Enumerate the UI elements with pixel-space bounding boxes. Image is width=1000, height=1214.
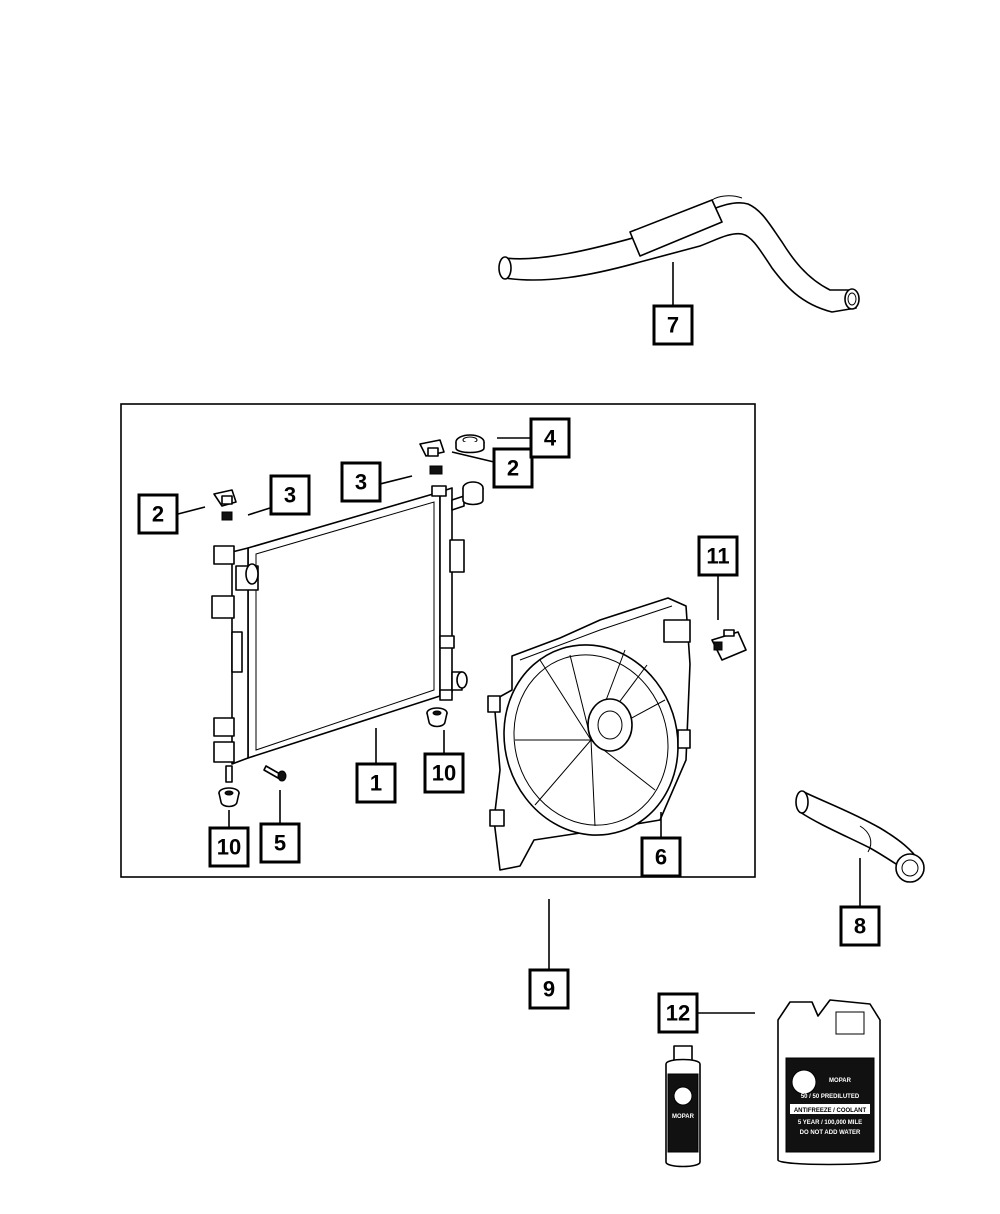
callout-10-right: 10 — [423, 752, 465, 794]
svg-text:ANTIFREEZE / COOLANT: ANTIFREEZE / COOLANT — [794, 1108, 867, 1114]
callout-3-right: 3 — [340, 461, 382, 503]
cooling-fan-module — [487, 597, 691, 871]
svg-text:2: 2 — [507, 456, 519, 481]
radiator — [211, 481, 484, 783]
callout-3-left: 3 — [269, 474, 311, 516]
callout-10-left: 10 — [208, 826, 250, 868]
lower-radiator-hose — [795, 790, 925, 883]
electrical-connector — [711, 629, 747, 661]
isolator-right — [429, 465, 443, 475]
svg-text:50 / 50 PREDILUTED: 50 / 50 PREDILUTED — [801, 1094, 860, 1100]
callout-9: 9 — [528, 968, 570, 1010]
screw — [263, 765, 287, 782]
upper-bracket-left — [213, 489, 237, 507]
coolant-bottle: MOPAR — [665, 1045, 701, 1168]
svg-text:DO NOT ADD WATER: DO NOT ADD WATER — [800, 1130, 861, 1136]
lower-insulator-left — [218, 787, 240, 808]
callout-12: 12 — [657, 992, 699, 1034]
lower-insulator-right — [426, 707, 448, 728]
callout-8: 8 — [839, 905, 881, 947]
svg-text:2: 2 — [152, 502, 164, 527]
svg-text:MOPAR: MOPAR — [829, 1078, 852, 1084]
svg-text:3: 3 — [284, 483, 296, 508]
svg-text:8: 8 — [854, 914, 866, 939]
callout-4: 4 — [529, 417, 571, 459]
svg-text:5 YEAR / 100,000 MILE: 5 YEAR / 100,000 MILE — [798, 1120, 862, 1126]
svg-text:4: 4 — [544, 426, 557, 451]
callout-2-left: 2 — [137, 493, 179, 535]
callout-5: 5 — [259, 822, 301, 864]
callout-2-right: 2 — [492, 447, 534, 489]
radiator-cap — [455, 434, 485, 454]
callout-11: 11 — [697, 535, 739, 577]
upper-radiator-hose — [498, 195, 860, 313]
isolator-left — [221, 511, 233, 521]
svg-text:3: 3 — [355, 470, 367, 495]
callout-1: 1 — [355, 762, 397, 804]
callout-7: 7 — [652, 304, 694, 346]
svg-text:10: 10 — [217, 835, 241, 860]
svg-text:11: 11 — [706, 544, 729, 569]
svg-text:MOPAR: MOPAR — [672, 1114, 695, 1120]
upper-bracket-right — [419, 439, 445, 457]
assembly-frame — [120, 403, 756, 878]
svg-text:1: 1 — [370, 771, 382, 796]
svg-text:10: 10 — [432, 761, 456, 786]
svg-text:12: 12 — [666, 1001, 690, 1026]
coolant-jug: MOPAR 50 / 50 PREDILUTED ANTIFREEZE / CO… — [777, 999, 881, 1166]
svg-text:7: 7 — [667, 313, 679, 338]
svg-text:6: 6 — [655, 845, 667, 870]
svg-text:5: 5 — [274, 831, 286, 856]
svg-text:9: 9 — [543, 977, 555, 1002]
callout-6: 6 — [640, 836, 682, 878]
